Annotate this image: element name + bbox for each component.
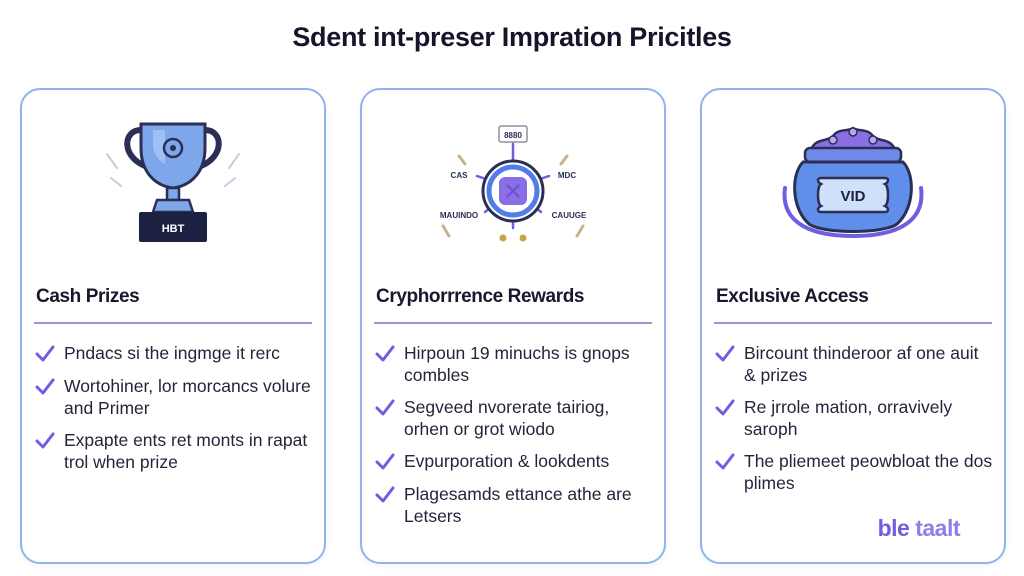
checkmark-icon <box>375 345 395 362</box>
trophy-label: HBT <box>162 223 185 235</box>
checkmark-icon <box>35 345 55 362</box>
illustration: HBT <box>22 108 324 278</box>
card-title: Cryphorrrence Rewards <box>376 286 585 307</box>
vip-label: VID <box>840 188 865 205</box>
divider <box>34 322 312 324</box>
checkmark-icon <box>35 378 55 395</box>
crypto-network-icon: 8880 CAS MDC MAUINDO CAUUGE <box>440 125 587 242</box>
list-item-text: Hirpoun 19 minuchs is gnops combles <box>404 343 630 385</box>
brand-logo: ble taalt <box>877 515 961 542</box>
card-crypto-rewards: 8880 CAS MDC MAUINDO CAUUGE Cryphorrrenc… <box>360 88 666 564</box>
divider <box>714 322 992 324</box>
page-title: Sdent int-preser Impration Pricitles <box>292 22 732 52</box>
divider <box>374 322 652 324</box>
list-item: Pndacs si the ingmge it rerc <box>34 342 314 365</box>
checkmark-icon <box>35 432 55 449</box>
vip-treasure-pot-icon: VID <box>782 126 924 239</box>
node-label: MDC <box>558 171 576 180</box>
list-item-text: The pliemeet peowbloat the dos plimes <box>744 451 993 493</box>
checkmark-icon <box>715 345 735 362</box>
brand-part: ble <box>877 515 910 541</box>
list-item: Wortohiner, lor morcancs volure and Prim… <box>34 375 314 419</box>
list-item: Plagesamds ettance athe are Letsers <box>374 483 654 527</box>
list-item-text: Wortohiner, lor morcancs volure and Prim… <box>64 376 311 418</box>
list-item-text: Expapte ents ret monts in rapat trol whe… <box>64 430 308 472</box>
node-label: MAUINDO <box>440 211 478 220</box>
checkmark-icon <box>375 453 395 470</box>
list-item: Re jrrole mation, orravively saroph <box>714 396 994 440</box>
card-exclusive-access: VID Exclusive Access Bircount thinderoor… <box>700 88 1006 564</box>
card-cash-prizes: HBT Cash Prizes Pndacs si the ingmge it … <box>20 88 326 564</box>
illustration: VID <box>702 108 1004 278</box>
checkmark-icon <box>375 486 395 503</box>
feature-list: Hirpoun 19 minuchs is gnops combles Segv… <box>374 342 654 537</box>
card-title: Cash Prizes <box>36 286 140 307</box>
list-item: Segveed nvorerate tairiog, orhen or grot… <box>374 396 654 440</box>
list-item-text: Re jrrole mation, orravively saroph <box>744 397 953 439</box>
list-item-text: Pndacs si the ingmge it rerc <box>64 343 280 363</box>
feature-list: Bircount thinderoor af one auit & prizes… <box>714 342 994 504</box>
node-label: 8880 <box>504 131 522 140</box>
checkmark-icon <box>715 453 735 470</box>
node-label: CAUUGE <box>552 211 587 220</box>
feature-list: Pndacs si the ingmge it rerc Wortohiner,… <box>34 342 314 483</box>
list-item-text: Evpurporation & lookdents <box>404 451 610 471</box>
list-item: The pliemeet peowbloat the dos plimes <box>714 450 994 494</box>
list-item: Bircount thinderoor af one auit & prizes <box>714 342 994 386</box>
list-item: Expapte ents ret monts in rapat trol whe… <box>34 429 314 473</box>
brand-part: taalt <box>909 515 960 541</box>
checkmark-icon <box>375 399 395 416</box>
list-item: Evpurporation & lookdents <box>374 450 654 473</box>
illustration: 8880 CAS MDC MAUINDO CAUUGE <box>362 108 664 278</box>
list-item: Hirpoun 19 minuchs is gnops combles <box>374 342 654 386</box>
card-title: Exclusive Access <box>716 286 869 307</box>
trophy-icon: HBT <box>106 122 240 242</box>
list-item-text: Bircount thinderoor af one auit & prizes <box>744 343 979 385</box>
node-label: CAS <box>451 171 469 180</box>
checkmark-icon <box>715 399 735 416</box>
list-item-text: Plagesamds ettance athe are Letsers <box>404 484 632 526</box>
list-item-text: Segveed nvorerate tairiog, orhen or grot… <box>404 397 610 439</box>
